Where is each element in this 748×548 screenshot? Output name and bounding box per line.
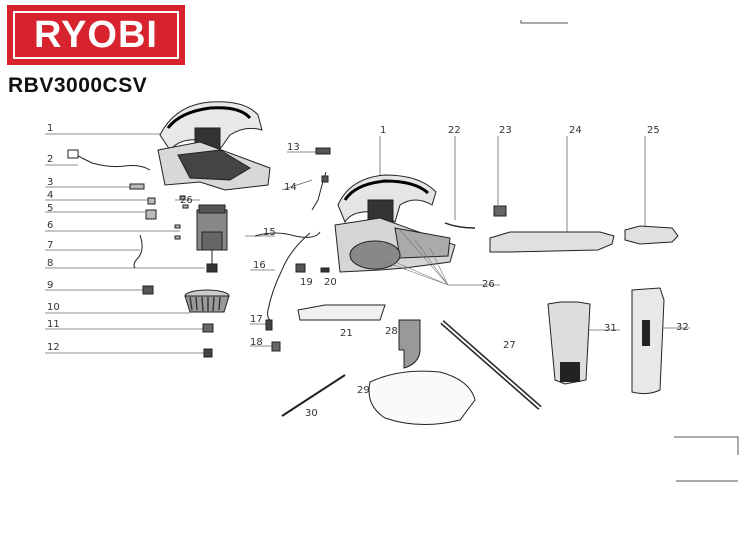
- callout-2: 2: [47, 154, 53, 165]
- callout-26: 26: [180, 195, 193, 206]
- callout-23: 23: [499, 125, 512, 136]
- callout-16: 16: [253, 260, 266, 271]
- callout-14: 14: [284, 182, 297, 193]
- callout-7: 7: [47, 240, 53, 251]
- callout-24: 24: [569, 125, 582, 136]
- callout-5: 5: [47, 203, 53, 214]
- callout-11: 11: [47, 319, 60, 330]
- callout-3: 3: [47, 177, 53, 188]
- callout-6: 6: [47, 220, 53, 231]
- callout-12: 12: [47, 342, 60, 353]
- callout-15: 15: [263, 227, 276, 238]
- part-strap: [281, 374, 346, 417]
- part-nut: [202, 323, 214, 333]
- callout-25: 25: [647, 125, 660, 136]
- part-motor: [196, 204, 228, 273]
- callout-31: 31: [604, 323, 617, 334]
- callout-10: 10: [47, 302, 60, 313]
- part-lock: [271, 341, 281, 352]
- callout-26-2: 26: [482, 279, 495, 290]
- part-impeller: [184, 289, 230, 313]
- model-number: RBV3000CSV: [8, 74, 148, 97]
- ryobi-logo: RYOBI: [7, 5, 185, 65]
- part-washer: [203, 348, 213, 358]
- part-base-plate: [297, 304, 386, 321]
- part-switch: [315, 147, 331, 155]
- callout-4: 4: [47, 190, 53, 201]
- callout-17: 17: [250, 314, 263, 325]
- leader-fan: [379, 229, 449, 286]
- corner-mark-bottom: [674, 436, 739, 455]
- callout-21: 21: [340, 328, 353, 339]
- part-switch-cable: [254, 231, 321, 238]
- part-latch: [493, 205, 507, 217]
- part-knob: [295, 263, 306, 273]
- logo-text: RYOBI: [13, 11, 179, 59]
- callout-19: 19: [300, 277, 313, 288]
- callout-13: 13: [287, 142, 300, 153]
- part-blower-assembly: [334, 174, 456, 273]
- callout-32: 32: [676, 322, 689, 333]
- part-battery-base: [560, 362, 580, 382]
- callout-22: 22: [448, 125, 461, 136]
- callout-28: 28: [385, 326, 398, 337]
- callout-9: 9: [47, 280, 53, 291]
- part-pin: [320, 267, 330, 273]
- callout-30: 30: [305, 408, 318, 419]
- part-blower-tube: [489, 231, 615, 253]
- callout-29: 29: [357, 385, 370, 396]
- part-wire: [133, 234, 143, 269]
- part-collection-bag: [368, 370, 476, 426]
- callout-18: 18: [250, 337, 263, 348]
- part-small-hardware: [129, 183, 189, 240]
- callout-1: 1: [47, 123, 53, 134]
- corner-mark: [520, 20, 568, 24]
- callout-1-2: 1: [380, 125, 386, 136]
- part-cover-label: [642, 320, 650, 346]
- part-clip: [142, 285, 154, 295]
- callout-8: 8: [47, 258, 53, 269]
- part-elbow: [398, 319, 421, 369]
- part-nozzle: [624, 225, 679, 245]
- part-spring: [265, 319, 273, 331]
- part-power-cord: [67, 149, 151, 171]
- callout-27: 27: [503, 340, 516, 351]
- part-clip-rail: [444, 222, 476, 229]
- part-housing-upper: [157, 101, 271, 191]
- part-trigger: [311, 171, 329, 211]
- callout-20: 20: [324, 277, 337, 288]
- part-cable-long: [267, 232, 311, 323]
